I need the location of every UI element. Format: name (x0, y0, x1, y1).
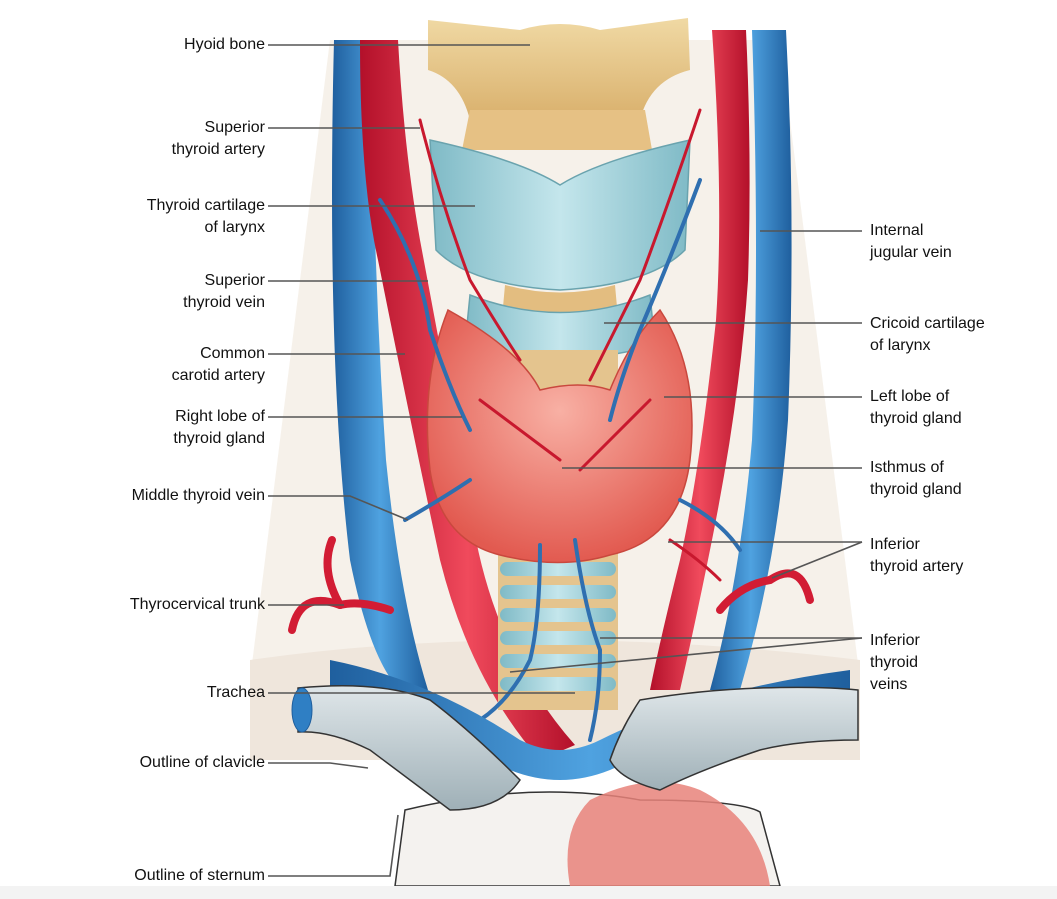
label-hyoid-bone-line1: Hyoid bone (184, 34, 265, 56)
label-common-carotid-artery-line1: Common (172, 343, 265, 365)
label-outline-clavicle: Outline of clavicle (140, 752, 265, 774)
label-outline-clavicle-line1: Outline of clavicle (140, 752, 265, 774)
label-superior-thyroid-artery-line1: Superior (172, 117, 265, 139)
label-superior-thyroid-artery: Superior thyroid artery (172, 117, 265, 161)
label-cricoid-cartilage-line2: of larynx (870, 335, 985, 357)
label-thyroid-cartilage: Thyroid cartilage of larynx (147, 195, 265, 239)
label-inferior-thyroid-artery-line1: Inferior (870, 534, 963, 556)
leader-clavicle (268, 763, 368, 768)
label-superior-thyroid-vein: Superior thyroid vein (183, 270, 265, 314)
label-thyrocervical-trunk-line1: Thyrocervical trunk (130, 594, 265, 616)
label-middle-thyroid-vein: Middle thyroid vein (132, 485, 265, 507)
label-inferior-thyroid-veins-line3: veins (870, 674, 920, 696)
label-superior-thyroid-vein-line2: thyroid vein (183, 292, 265, 314)
label-outline-sternum-line1: Outline of sternum (134, 865, 265, 887)
label-outline-sternum: Outline of sternum (134, 865, 265, 887)
bottom-strip (0, 886, 1057, 899)
label-internal-jugular-vein: Internal jugular vein (870, 220, 952, 264)
label-isthmus: Isthmus of thyroid gland (870, 457, 962, 501)
label-inferior-thyroid-veins-line2: thyroid (870, 652, 920, 674)
leader-sternum (268, 815, 398, 876)
label-inferior-thyroid-veins-line1: Inferior (870, 630, 920, 652)
label-inferior-thyroid-veins: Inferior thyroid veins (870, 630, 920, 696)
label-internal-jugular-vein-line2: jugular vein (870, 242, 952, 264)
label-cricoid-cartilage: Cricoid cartilage of larynx (870, 313, 985, 357)
label-right-lobe: Right lobe of thyroid gland (173, 406, 265, 450)
label-right-lobe-line1: Right lobe of (173, 406, 265, 428)
label-thyroid-cartilage-line2: of larynx (147, 217, 265, 239)
label-thyrocervical-trunk: Thyrocervical trunk (130, 594, 265, 616)
label-internal-jugular-vein-line1: Internal (870, 220, 952, 242)
label-left-lobe: Left lobe of thyroid gland (870, 386, 962, 430)
label-isthmus-line2: thyroid gland (870, 479, 962, 501)
leader-inferior-thyroid-artery-2 (772, 542, 862, 578)
leader-middle-thyroid-vein (268, 496, 408, 520)
label-middle-thyroid-vein-line1: Middle thyroid vein (132, 485, 265, 507)
label-common-carotid-artery: Common carotid artery (172, 343, 265, 387)
label-common-carotid-artery-line2: carotid artery (172, 365, 265, 387)
label-inferior-thyroid-artery: Inferior thyroid artery (870, 534, 963, 578)
label-trachea: Trachea (207, 682, 265, 704)
label-inferior-thyroid-artery-line2: thyroid artery (870, 556, 963, 578)
label-trachea-line1: Trachea (207, 682, 265, 704)
label-left-lobe-line2: thyroid gland (870, 408, 962, 430)
leader-inferior-thyroid-veins-2 (510, 638, 862, 672)
label-cricoid-cartilage-line1: Cricoid cartilage (870, 313, 985, 335)
label-hyoid-bone: Hyoid bone (184, 34, 265, 56)
label-right-lobe-line2: thyroid gland (173, 428, 265, 450)
label-isthmus-line1: Isthmus of (870, 457, 962, 479)
label-thyroid-cartilage-line1: Thyroid cartilage (147, 195, 265, 217)
label-superior-thyroid-vein-line1: Superior (183, 270, 265, 292)
label-left-lobe-line1: Left lobe of (870, 386, 962, 408)
label-superior-thyroid-artery-line2: thyroid artery (172, 139, 265, 161)
